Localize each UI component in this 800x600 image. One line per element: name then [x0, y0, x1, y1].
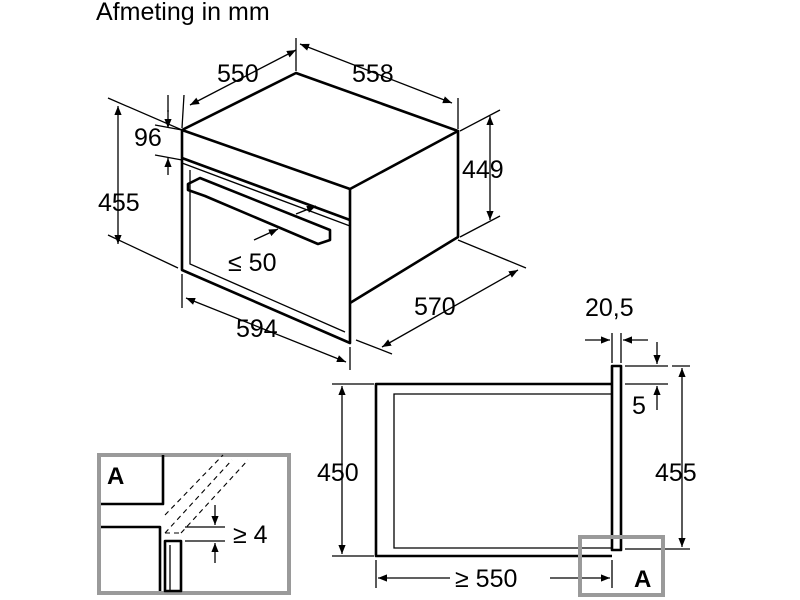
label-niche-depth: ≥ 550	[455, 565, 517, 593]
label-panel-thickness: 20,5	[585, 294, 634, 322]
niche-section-view	[374, 364, 623, 558]
label-top-width: 558	[352, 60, 394, 88]
label-right-height: 455	[655, 459, 697, 487]
label-front-panel-height: 96	[134, 124, 162, 152]
label-niche-height: 450	[317, 459, 359, 487]
dim-front-width: 594	[181, 274, 351, 370]
detail-marker-label-left: A	[107, 463, 124, 490]
dim-niche-depth: ≥ 550	[375, 560, 613, 593]
dim-niche-height: 450	[317, 383, 374, 557]
dim-top-depth: 550	[181, 38, 297, 129]
dim-handle-gap: ≤ 50	[228, 205, 317, 277]
label-front-width: 594	[236, 315, 278, 343]
label-handle-gap: ≤ 50	[228, 249, 276, 277]
detail-marker-box: A	[578, 535, 665, 597]
dim-top-width: 558	[299, 43, 459, 129]
dim-side-depth: 570	[355, 239, 527, 355]
detail-a-view: A ≥ 4	[97, 453, 291, 595]
label-body-height: 449	[462, 156, 504, 184]
dim-right-height: 455	[625, 365, 697, 550]
dim-front-panel-height: 96	[134, 95, 183, 175]
label-detail-gap: ≥ 4	[233, 521, 268, 549]
detail-marker-label-right: A	[634, 566, 651, 593]
label-total-height: 455	[98, 189, 140, 217]
dim-body-height: 449	[459, 109, 504, 238]
label-top-depth: 550	[217, 60, 259, 88]
dim-offset: 5	[625, 342, 668, 420]
label-offset: 5	[632, 392, 646, 420]
oven-3d-view	[180, 71, 460, 345]
label-side-depth: 570	[414, 293, 456, 321]
dim-total-height: 455	[98, 97, 183, 269]
drawing-title: Afmeting in mm	[96, 0, 270, 26]
dim-panel-thickness: 20,5	[585, 294, 648, 363]
